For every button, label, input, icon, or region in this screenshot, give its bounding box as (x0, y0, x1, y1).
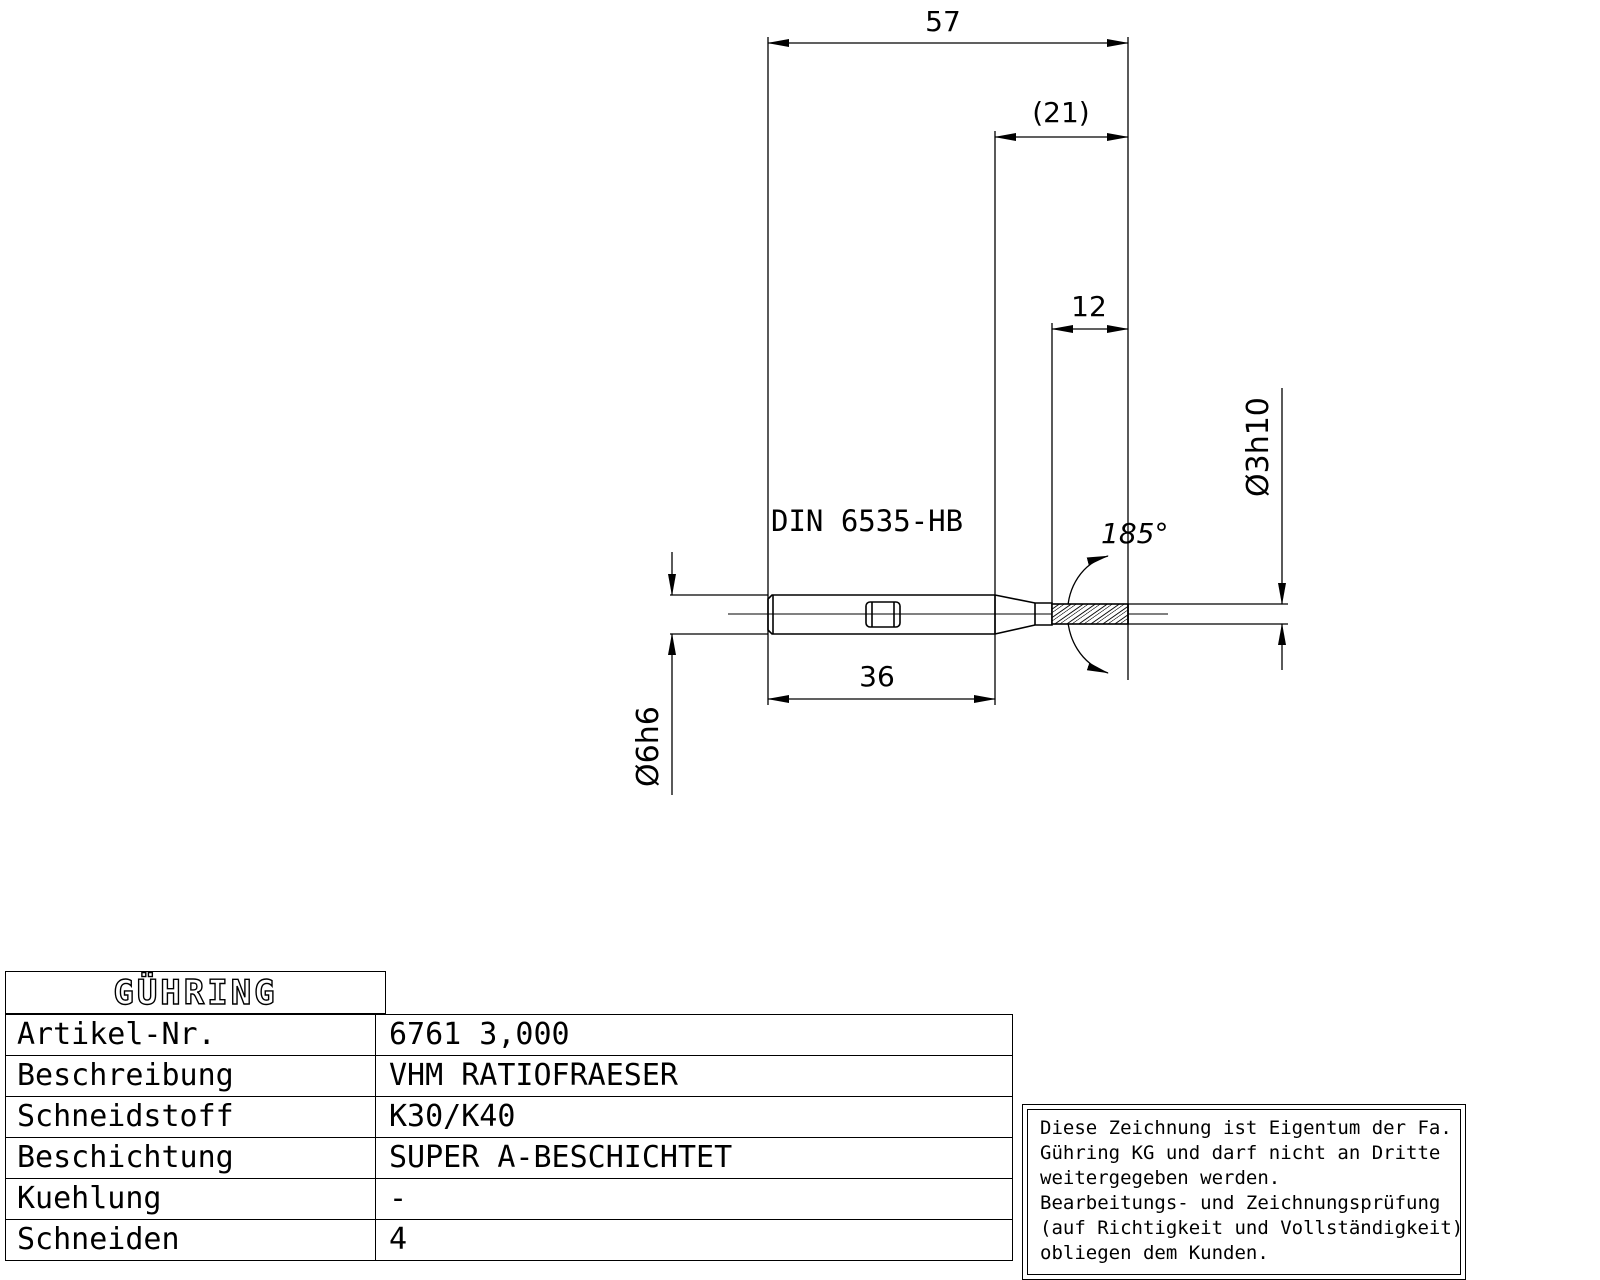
row-label: Beschreibung (5, 1055, 376, 1097)
ownership-notice: Diese Zeichnung ist Eigentum der Fa. Güh… (1022, 1104, 1466, 1280)
row-value: 4 (375, 1219, 1013, 1261)
row-label: Beschichtung (5, 1137, 376, 1179)
row-value: SUPER A-BESCHICHTET (375, 1137, 1013, 1179)
row-value: - (375, 1178, 1013, 1220)
table-row: Artikel-Nr. 6761 3,000 (5, 1014, 1013, 1056)
row-value: K30/K40 (375, 1096, 1013, 1138)
dim-reference-length: (21) (1032, 96, 1089, 129)
extension-lines (670, 37, 1288, 705)
notice-frame: Diese Zeichnung ist Eigentum der Fa. Güh… (1027, 1109, 1464, 1275)
notice-line: Diese Zeichnung ist Eigentum der Fa. (1040, 1117, 1452, 1139)
notice-line: (auf Richtigkeit und Vollständigkeit) (1040, 1217, 1464, 1239)
table-row: Beschichtung SUPER A-BESCHICHTET (5, 1137, 1013, 1179)
dim-overall-length: 57 (925, 5, 961, 38)
row-label: Schneiden (5, 1219, 376, 1261)
table-row: Schneidstoff K30/K40 (5, 1096, 1013, 1138)
dimension-lines (668, 39, 1286, 795)
clamp-flat (865, 601, 901, 628)
dim-shank-diameter: Ø6h6 (631, 706, 666, 787)
row-value: VHM RATIOFRAESER (375, 1055, 1013, 1097)
cutting-part (1051, 603, 1129, 625)
row-label: Kuehlung (5, 1178, 376, 1220)
notice-line: obliegen dem Kunden. (1040, 1242, 1269, 1264)
guehring-logo: GÜHRING (113, 972, 278, 1013)
row-label: Artikel-Nr. (5, 1014, 376, 1056)
dim-tip-diameter: Ø3h10 (1241, 397, 1276, 497)
tool-body (767, 594, 1129, 635)
title-block-table: Artikel-Nr. 6761 3,000 Beschreibung VHM … (5, 1014, 1013, 1261)
row-value: 6761 3,000 (375, 1014, 1013, 1056)
dim-point-angle: 185° (1101, 517, 1168, 550)
notice-line: Bearbeitungs- und Zeichnungsprüfung (1040, 1192, 1441, 1214)
table-row: Schneiden 4 (5, 1219, 1013, 1261)
logo-cell: GÜHRING (5, 971, 386, 1014)
table-row: Beschreibung VHM RATIOFRAESER (5, 1055, 1013, 1097)
dim-shank-length: 36 (859, 660, 895, 693)
dim-cutting-length: 12 (1071, 290, 1107, 323)
row-label: Schneidstoff (5, 1096, 376, 1138)
notice-line: weitergegeben werden. (1040, 1167, 1281, 1189)
norm-label: DIN 6535-HB (771, 504, 963, 538)
table-row: Kuehlung - (5, 1178, 1013, 1220)
notice-line: Gühring KG und darf nicht an Dritte (1040, 1142, 1441, 1164)
